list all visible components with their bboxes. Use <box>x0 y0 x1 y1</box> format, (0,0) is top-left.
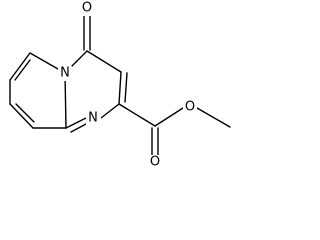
bond-c4-o-keto-double <box>83 13 91 51</box>
bond-c2-carbonyl-c-single <box>118 103 156 127</box>
bond-c2-n1-single <box>100 103 120 119</box>
chemical-structure-diagram: N O N O O <box>9 1 231 171</box>
atom-label-ester-o: O <box>183 100 197 116</box>
svg-text:O: O <box>82 1 92 16</box>
bond-carbonyl-c-o-double <box>151 127 159 156</box>
svg-text:O: O <box>185 100 195 115</box>
atom-label-carbonyl-o: O <box>148 155 162 171</box>
svg-text:N: N <box>88 111 98 126</box>
bond-carbonyl-c-o-ester-single <box>154 107 184 127</box>
bond-c3-c2-double <box>118 71 128 105</box>
bond-c4-c3-single <box>86 50 122 73</box>
bond-n1-c9a-double <box>65 117 87 133</box>
bond-o-ester-methyl-single <box>196 107 231 128</box>
bond-c5a-c6-double <box>9 52 31 81</box>
atom-label-ring-n: N <box>86 111 101 127</box>
svg-text:O: O <box>150 155 160 170</box>
atom-label-keto-o: O <box>80 1 94 16</box>
svg-text:N: N <box>60 66 70 81</box>
bond-c9a-n5-single <box>64 72 67 129</box>
atom-label-bridgehead-n: N <box>58 66 72 81</box>
bond-c7-c8-double <box>9 103 35 129</box>
